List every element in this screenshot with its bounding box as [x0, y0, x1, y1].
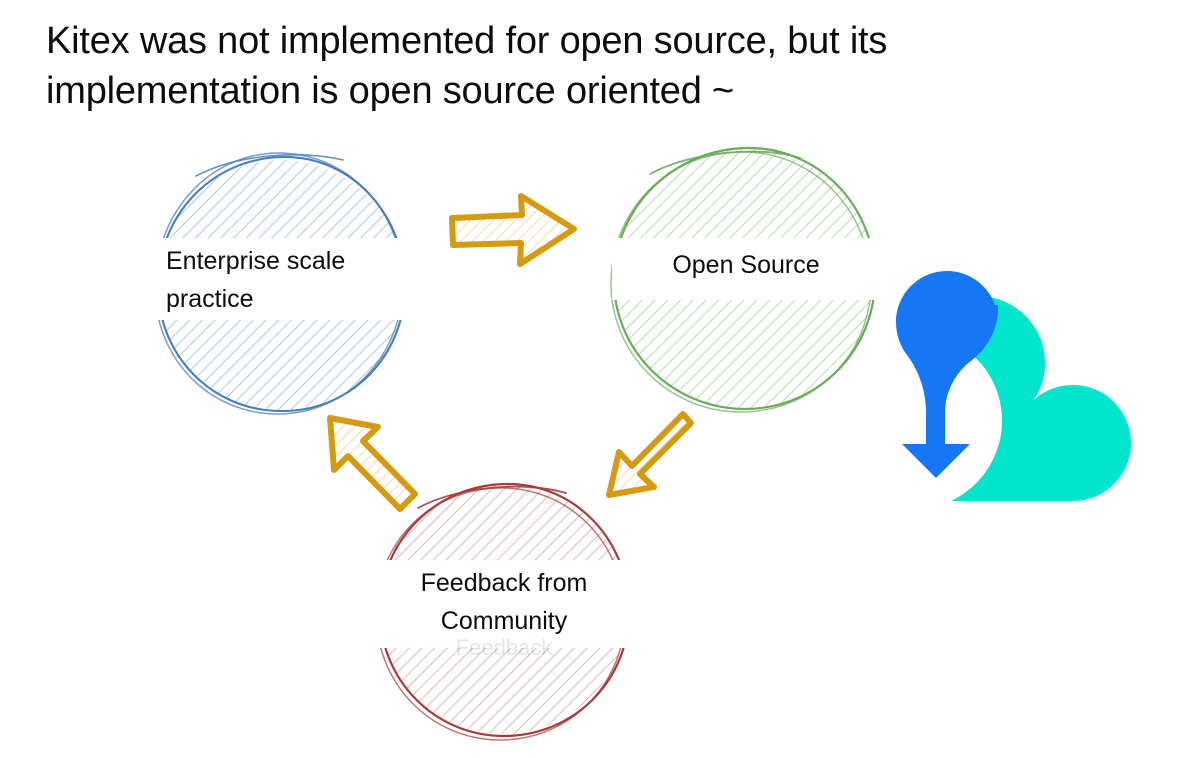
node-opensource-outline-a [612, 146, 877, 411]
node-label-feedback-line-2: Community [440, 607, 568, 635]
node-opensource-outline-b [610, 151, 872, 413]
node-enterprise-outline-b [154, 152, 404, 415]
node-label-open-source: Open Source [612, 238, 880, 300]
node-feedback-outline-overshoot [417, 485, 567, 509]
arrow-opensource-to-feedback [606, 411, 694, 498]
node-label-feedback-from-community: Feedback from Community Feedback [370, 560, 638, 659]
arrow-up-left-icon [327, 415, 418, 512]
node-label-enterprise-line-2: practice [166, 285, 254, 313]
arrow-right-icon [449, 193, 577, 267]
node-feedback-outline-a [378, 482, 631, 738]
page-title-line-1: Kitex was not implemented for open sourc… [46, 20, 888, 62]
node-label-enterprise-scale-practice: Enterprise scale practice [138, 238, 416, 320]
cloudwego-logo [896, 271, 1131, 501]
arrow-feedback-to-enterprise [327, 415, 418, 512]
node-label-feedback-line-1: Feedback from [420, 569, 588, 597]
node-enterprise-outline-overshoot [195, 154, 344, 177]
node-opensource-outline-overshoot [649, 150, 801, 175]
node-feedback-outline-b [375, 487, 626, 741]
node-label-feedback-line-3-clipped: Feedback [455, 635, 553, 660]
logo-blue-cloud-arrow-icon [896, 271, 999, 478]
node-label-enterprise-line-1: Enterprise scale [166, 247, 346, 275]
arrow-enterprise-to-opensource [449, 193, 577, 267]
page-title-line-2: implementation is open source oriented ~ [46, 70, 735, 112]
node-label-opensource-line-1: Open Source [672, 251, 820, 279]
arrow-down-left-icon [606, 411, 694, 498]
page-title: Kitex was not implemented for open sourc… [46, 16, 1136, 116]
